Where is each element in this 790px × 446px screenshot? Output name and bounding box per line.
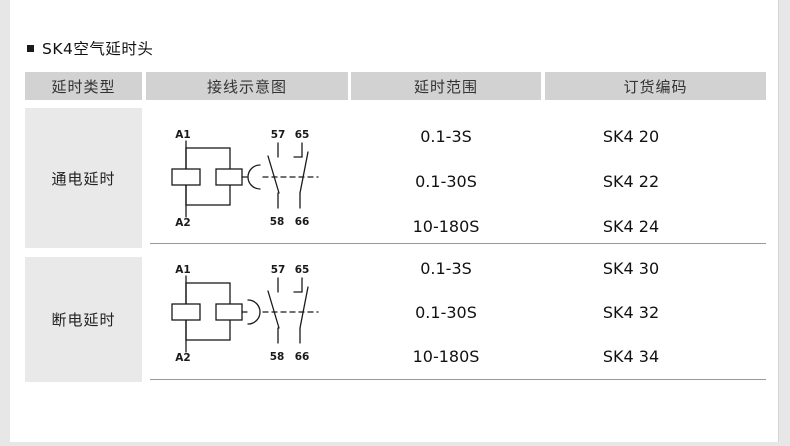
terminal-label-a2: A2 — [175, 217, 190, 229]
header-wiring-diagram: 接线示意图 — [146, 72, 348, 100]
content-card: SK4空气延时头 延时类型 接线示意图 延时范围 订货编码 通电延时 断电延时 — [10, 0, 779, 442]
coil-element-right — [215, 168, 243, 186]
terminal-label-a1: A1 — [175, 264, 190, 276]
wiring-diagram-on-delay: A1 A2 57 58 65 66 — [171, 129, 319, 229]
terminal-label-66: 66 — [295, 216, 310, 228]
row-divider — [150, 243, 766, 244]
delay-symbol-arc — [247, 299, 261, 325]
delay-range-value: 0.1-3S — [420, 126, 472, 146]
order-code-value: SK4 30 — [602, 258, 660, 278]
no-contact-mover — [267, 290, 280, 329]
section-title-text: SK4空气延时头 — [42, 40, 154, 58]
order-code-value: SK4 24 — [602, 216, 660, 236]
order-code-value: SK4 20 — [602, 126, 660, 146]
terminal-label-a2: A2 — [175, 352, 190, 364]
coil-element-left — [171, 303, 201, 321]
delay-range-value: 0.1-3S — [420, 258, 472, 278]
terminal-label-65: 65 — [295, 264, 310, 276]
wiring-diagram-off-delay: A1 A2 57 58 65 66 — [171, 264, 319, 364]
terminal-label-a1: A1 — [175, 129, 190, 141]
order-code-value: SK4 34 — [602, 346, 660, 366]
terminal-label-66: 66 — [295, 351, 310, 363]
delay-range-value: 10-180S — [412, 346, 480, 366]
header-delay-range: 延时范围 — [351, 72, 541, 100]
no-contact-mover — [267, 155, 280, 194]
row-divider — [150, 379, 766, 380]
square-bullet-icon — [27, 44, 34, 52]
nc-contact-mover — [299, 286, 309, 329]
delay-range-value: 0.1-30S — [415, 171, 477, 191]
row-type-on-delay: 通电延时 — [25, 108, 142, 248]
terminal-label-57: 57 — [271, 129, 286, 141]
row-type-off-delay: 断电延时 — [25, 257, 142, 382]
delay-symbol-arc — [247, 164, 261, 190]
terminal-label-65: 65 — [295, 129, 310, 141]
terminal-label-58: 58 — [270, 216, 285, 228]
header-delay-type: 延时类型 — [25, 72, 142, 100]
section-title: SK4空气延时头 — [27, 38, 153, 58]
terminal-label-58: 58 — [270, 351, 285, 363]
nc-contact-mover — [299, 151, 309, 194]
coil-element-left — [171, 168, 201, 186]
header-order-code: 订货编码 — [545, 72, 766, 100]
coil-element-right — [215, 303, 243, 321]
terminal-label-57: 57 — [271, 264, 286, 276]
delay-range-value: 10-180S — [412, 216, 480, 236]
delay-range-value: 0.1-30S — [415, 302, 477, 322]
order-code-value: SK4 22 — [602, 171, 660, 191]
order-code-value: SK4 32 — [602, 302, 660, 322]
